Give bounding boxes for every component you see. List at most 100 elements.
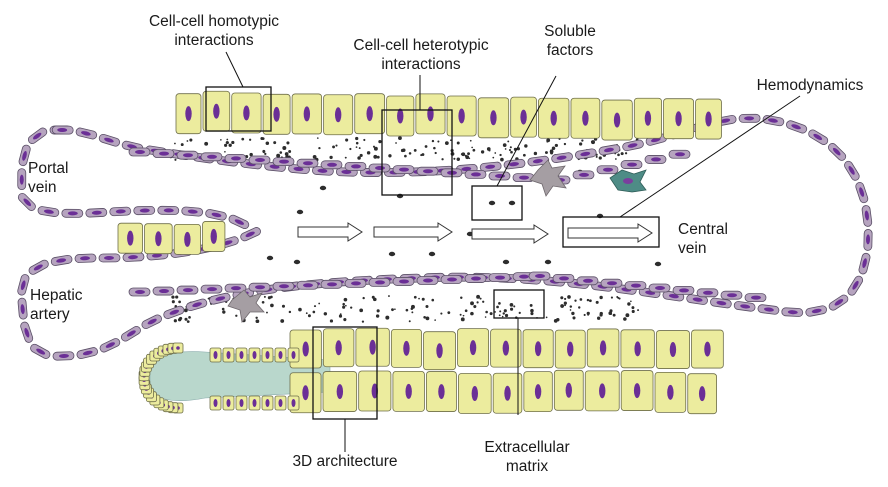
ecm-particle bbox=[580, 298, 583, 301]
hepatocyte-nucleus bbox=[366, 106, 372, 121]
ecm-particle bbox=[270, 296, 273, 299]
ecm-particle bbox=[298, 308, 302, 312]
ecm-particle bbox=[476, 295, 480, 299]
ecm-particle bbox=[391, 308, 394, 311]
ecm-particle bbox=[574, 300, 576, 302]
ecm-particle bbox=[174, 143, 176, 145]
ecm-particle bbox=[611, 296, 613, 298]
ecm-particle bbox=[362, 320, 364, 322]
endothelial-nucleus bbox=[135, 290, 145, 294]
endothelial-cell bbox=[141, 314, 163, 330]
ecm-particle bbox=[422, 298, 425, 301]
label-extracellular-matrix: Extracellular matrix bbox=[462, 438, 592, 476]
ecm-particle bbox=[589, 299, 592, 302]
endothelial-cell bbox=[785, 120, 807, 135]
ecm-particle bbox=[266, 312, 268, 314]
endothelial-cell bbox=[153, 150, 174, 158]
endothelial-nucleus bbox=[375, 280, 385, 284]
ecm-particle bbox=[329, 156, 332, 159]
cholangiocyte-nucleus bbox=[279, 399, 283, 407]
ecm-particle bbox=[432, 140, 434, 142]
endothelial-cell bbox=[573, 171, 594, 179]
endothelial-nucleus bbox=[231, 156, 241, 160]
ecm-particle bbox=[270, 304, 274, 308]
ecm-particle bbox=[435, 152, 437, 154]
ecm-particle bbox=[498, 302, 501, 305]
endothelial-cell bbox=[123, 253, 144, 262]
ecm-particle bbox=[567, 295, 571, 299]
homotypic-leader bbox=[226, 52, 243, 87]
endothelial-nucleus bbox=[703, 291, 713, 295]
ecm-particle bbox=[530, 309, 534, 313]
ecm-particle bbox=[599, 296, 602, 299]
endothelial-cell bbox=[417, 276, 438, 284]
endothelial-cell bbox=[622, 139, 644, 151]
ecm-particle bbox=[318, 147, 320, 149]
endothelial-cell bbox=[575, 148, 597, 159]
endothelial-cell bbox=[297, 281, 318, 289]
ecm-particle bbox=[266, 141, 270, 145]
cholangiocyte-nucleus bbox=[214, 351, 218, 359]
ecm-particle bbox=[222, 308, 225, 311]
ecm-particle bbox=[409, 152, 412, 155]
ecm-particle bbox=[414, 149, 417, 152]
ecm-particle bbox=[437, 141, 439, 143]
ecm-particle bbox=[599, 156, 602, 159]
endothelial-nucleus bbox=[603, 168, 613, 172]
hepatocyte-nucleus bbox=[567, 342, 573, 357]
ecm-particle bbox=[631, 306, 634, 309]
endothelial-cell bbox=[734, 301, 756, 312]
ecm-particle bbox=[457, 141, 460, 144]
ecm-particle bbox=[426, 316, 430, 320]
ecm-particle bbox=[235, 315, 237, 317]
ecm-particle bbox=[513, 305, 515, 307]
ecm-particle bbox=[613, 314, 616, 317]
endothelial-cell bbox=[855, 181, 869, 203]
hepatocyte-nucleus bbox=[273, 107, 279, 122]
ecm-particle bbox=[570, 305, 572, 307]
hepatocyte-nucleus bbox=[704, 342, 710, 357]
hepatocyte-nucleus bbox=[705, 112, 711, 127]
ecm-particle bbox=[344, 298, 348, 302]
endothelial-cell bbox=[805, 305, 827, 317]
ecm-particle bbox=[470, 301, 474, 305]
ecm-particle bbox=[279, 151, 282, 154]
ecm-particle bbox=[447, 311, 450, 314]
ecm-particle bbox=[621, 152, 624, 155]
endothelial-nucleus bbox=[399, 168, 409, 172]
ecm-particle bbox=[376, 314, 379, 317]
ecm-particle bbox=[241, 138, 244, 141]
endothelial-nucleus bbox=[655, 286, 665, 290]
ecm-particle bbox=[188, 316, 191, 319]
ecm-particle bbox=[571, 312, 574, 315]
ecm-particle bbox=[172, 300, 175, 303]
ecm-particle bbox=[470, 312, 474, 316]
ecm-particle bbox=[467, 152, 470, 155]
endothelial-cell bbox=[321, 161, 342, 169]
endothelial-cell bbox=[76, 347, 98, 360]
soluble-factor bbox=[503, 260, 509, 264]
endothelial-cell bbox=[225, 154, 246, 162]
ecm-particle bbox=[505, 148, 507, 150]
ecm-particle bbox=[339, 315, 342, 318]
ecm-particle bbox=[349, 148, 351, 150]
endothelial-cell bbox=[645, 155, 666, 163]
endothelial-cell bbox=[120, 325, 142, 343]
endothelial-nucleus bbox=[183, 153, 193, 157]
endothelial-cell bbox=[18, 169, 26, 190]
soluble-factor bbox=[267, 256, 273, 260]
endothelial-nucleus bbox=[583, 279, 593, 283]
endothelial-cell bbox=[721, 291, 742, 299]
ecm-particle bbox=[591, 141, 593, 143]
ecm-particle bbox=[332, 146, 334, 148]
ecm-particle bbox=[502, 316, 504, 318]
ecm-particle bbox=[282, 146, 286, 150]
cholangiocyte-nucleus bbox=[292, 351, 296, 359]
ecm-particle bbox=[453, 158, 455, 160]
cholangiocyte-nucleus bbox=[227, 399, 231, 407]
hepatocyte-nucleus bbox=[397, 109, 403, 124]
endothelial-cell bbox=[807, 128, 829, 146]
ecm-particle bbox=[499, 314, 501, 316]
hepatocyte-nucleus bbox=[185, 106, 191, 121]
ecm-particle bbox=[470, 140, 472, 142]
